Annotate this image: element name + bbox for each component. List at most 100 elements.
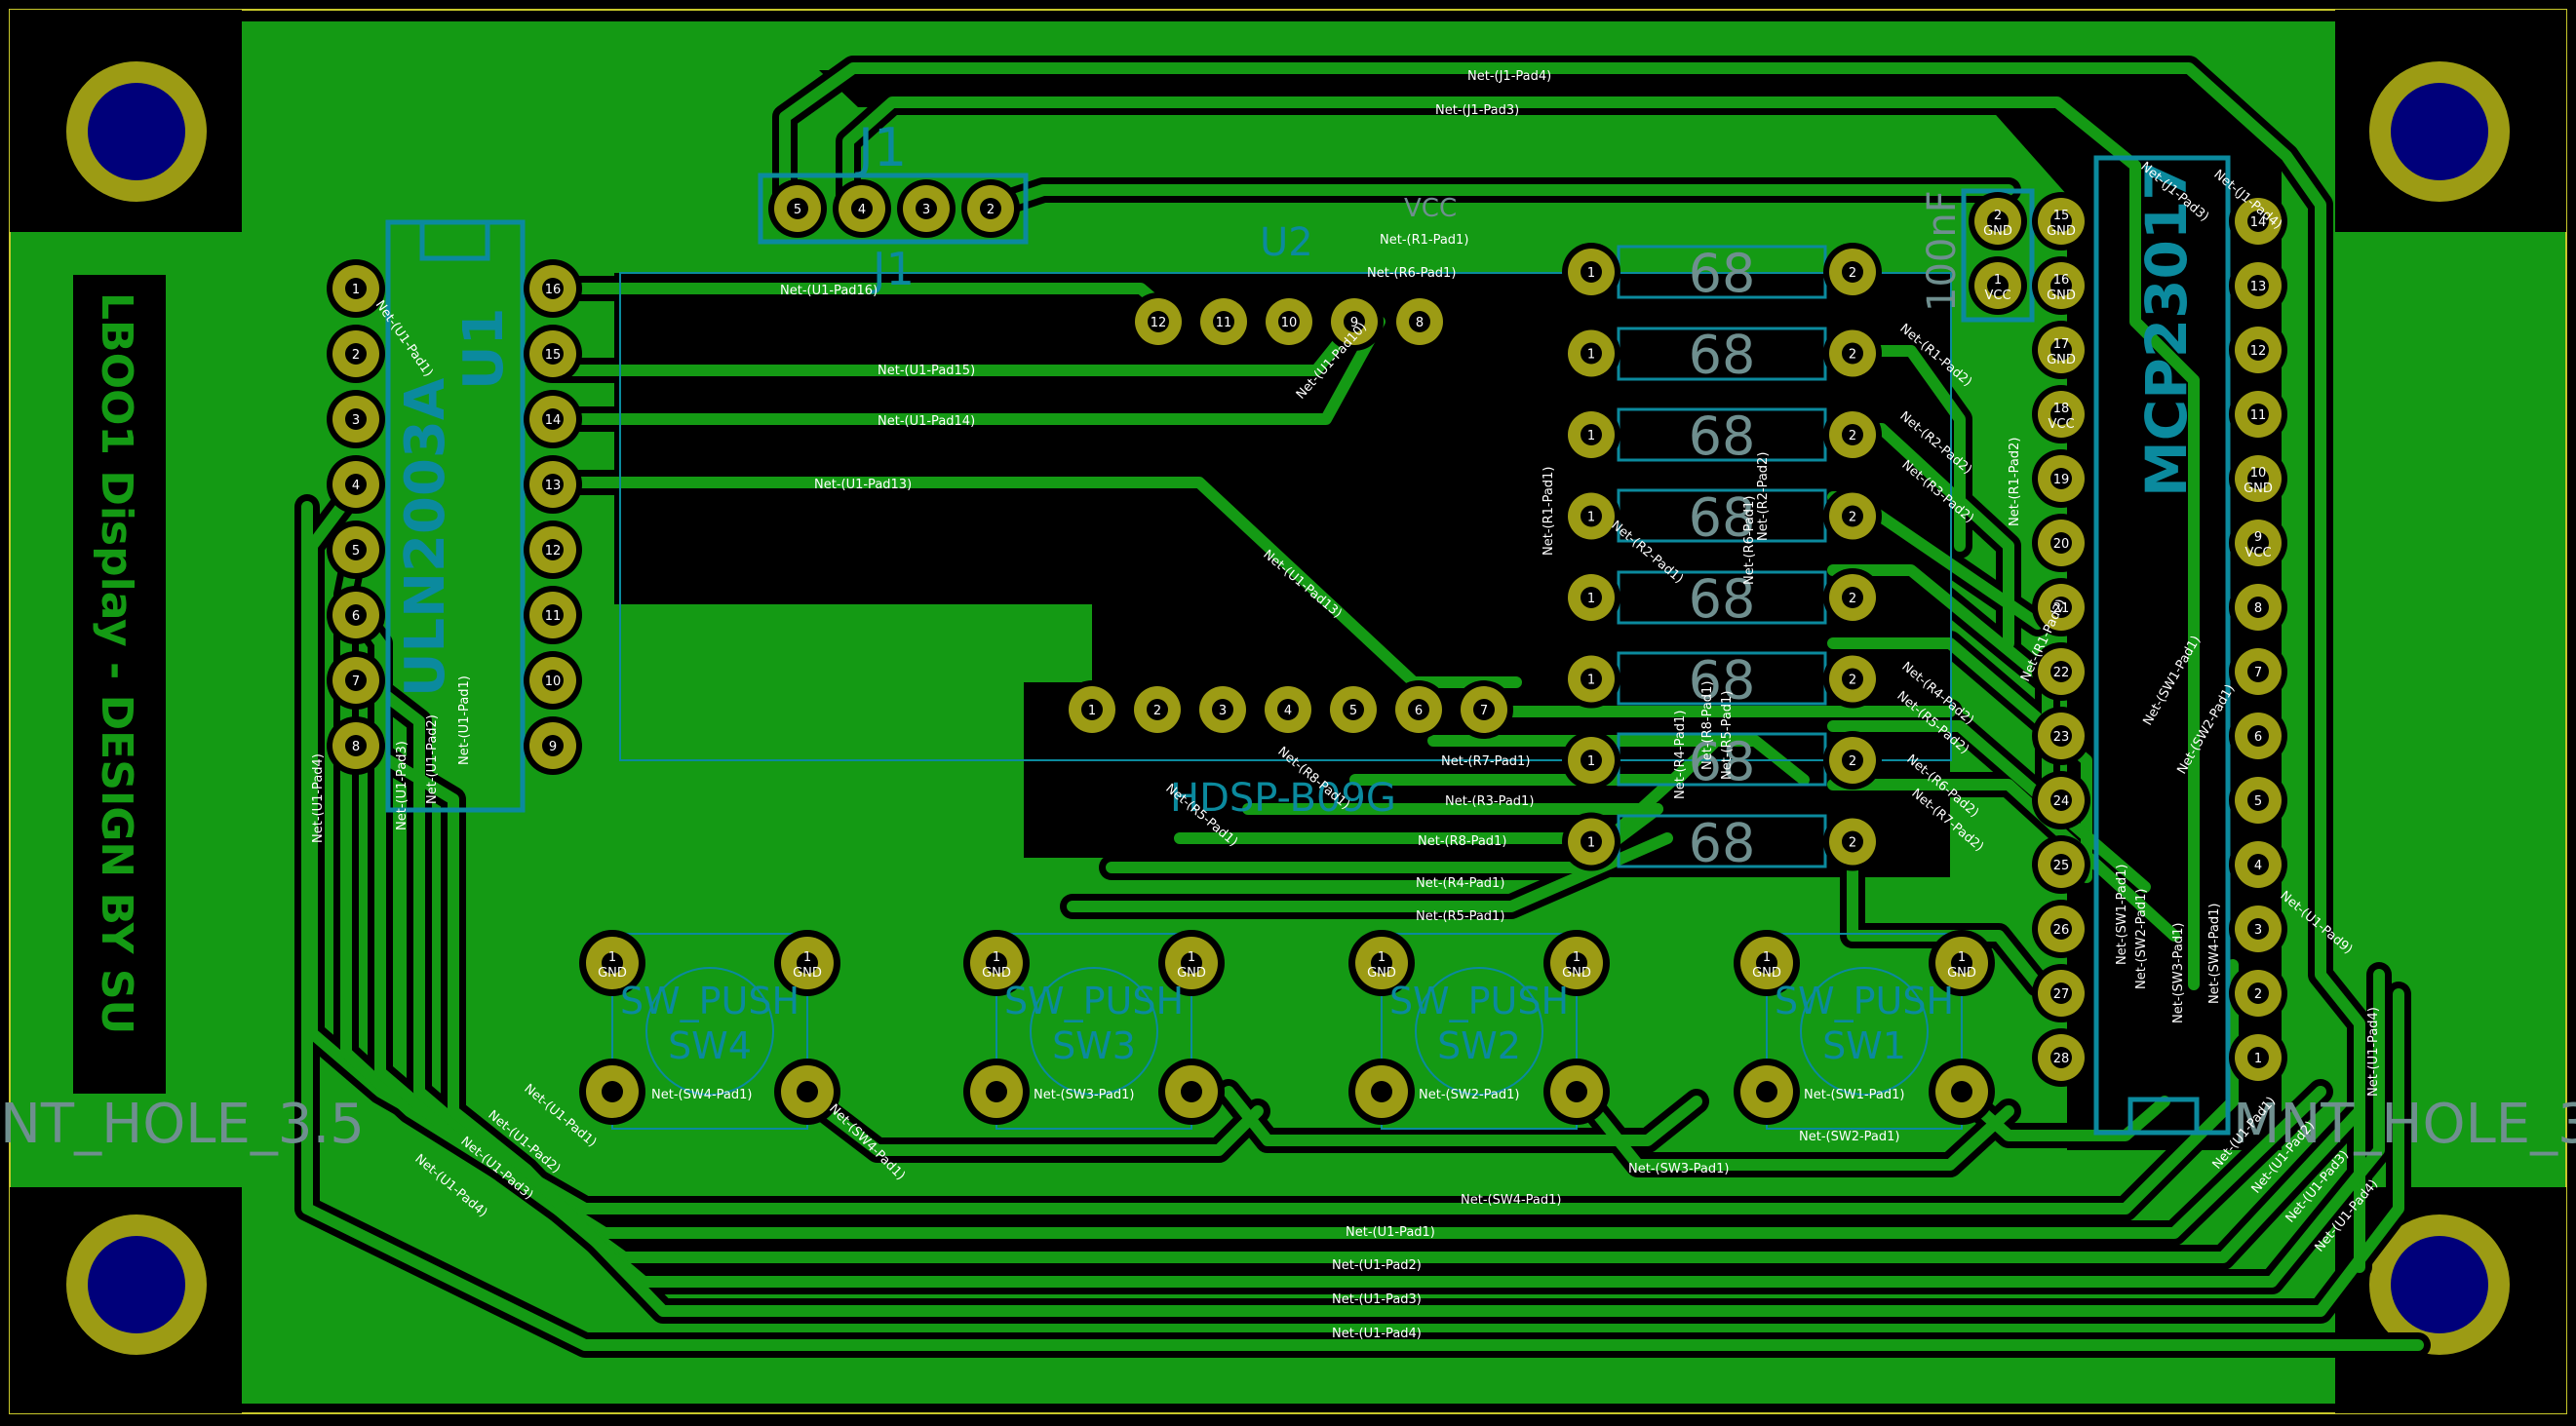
u3-pad: 11: [2229, 385, 2287, 443]
pad-number: 5: [794, 203, 801, 217]
switch-pad: [1929, 1059, 1995, 1125]
resistor-value: 68: [1689, 813, 1756, 874]
u3-pad: 4: [2229, 835, 2287, 894]
net-label: Net-(U1-Pad1): [457, 675, 472, 765]
u3-pad: 22: [2032, 642, 2090, 701]
resistor-pad: 2: [1823, 731, 1882, 790]
switch-ref: SW2: [1437, 1024, 1521, 1067]
switch-pad: [963, 1059, 1030, 1125]
u1-pad: 8: [327, 716, 385, 775]
pad-number: 7: [2254, 666, 2262, 680]
pad-net-name: GND: [2047, 289, 2076, 303]
pad-number: 3: [922, 203, 930, 217]
u3-pad: 23: [2032, 707, 2090, 765]
pad-number: 16: [2053, 273, 2070, 288]
pad-net-name: GND: [1752, 966, 1781, 981]
j1-pad: 3: [897, 179, 956, 238]
sw3-outline: [995, 933, 1192, 1130]
switch-pad: [1158, 1059, 1225, 1125]
resistor-pad: 1: [1562, 486, 1620, 546]
u1-pad: 3: [327, 390, 385, 448]
u3-pad: 19: [2032, 449, 2090, 508]
u1-value: ULN2003A: [394, 377, 457, 697]
pad-number: 7: [1480, 704, 1488, 718]
pad-net-name: GND: [2244, 482, 2273, 496]
u3-value: MCP23017: [2133, 161, 2200, 497]
u2-pad: 1: [1063, 680, 1121, 739]
net-label: Net-(SW4-Pad1): [1461, 1193, 1561, 1208]
resistor-pad: 2: [1823, 812, 1882, 871]
u3-pad: 24: [2032, 771, 2090, 829]
pad-number: 23: [2053, 730, 2070, 745]
pad-number: 2: [2254, 987, 2262, 1002]
u2-pad: 12: [1129, 292, 1188, 351]
pad-number: 24: [2053, 794, 2070, 809]
u1-pad: 16: [524, 259, 582, 318]
pad-number: 11: [545, 609, 562, 624]
pad-number: 10: [545, 674, 562, 689]
pad-number: 1: [993, 950, 1000, 965]
j1-ref: J1: [855, 117, 907, 178]
pad-number: 18: [2053, 402, 2070, 416]
net-label: Net-(R1-Pad1): [1542, 467, 1556, 556]
u2-pad: 6: [1389, 680, 1448, 739]
net-label: Net-(SW4-Pad1): [2207, 904, 2222, 1004]
pad-number: 2: [1849, 674, 1856, 688]
resistor-pad: 1: [1562, 243, 1620, 301]
corner-keepout: [195, 185, 242, 232]
pad-number: 27: [2053, 987, 2070, 1002]
pad-number: 5: [1349, 704, 1357, 718]
resistor-value: 68: [1689, 487, 1756, 549]
u1-pad: 2: [327, 325, 385, 383]
pad-number: 8: [2254, 601, 2262, 616]
u1-pad: 1: [327, 259, 385, 318]
u3-pad: 3: [2229, 900, 2287, 958]
sw4-outline: [611, 933, 808, 1130]
net-label: Net-(U1-Pad4): [2366, 1007, 2381, 1097]
pad-number: 1: [1587, 836, 1595, 851]
u1-pad: 11: [524, 586, 582, 644]
pad-number: 13: [545, 479, 562, 493]
net-label: Net-(R8-Pad1): [1700, 681, 1715, 770]
u3-pad: 21: [2032, 578, 2090, 636]
u1-pad: 7: [327, 651, 385, 710]
u2-pad: 2: [1128, 680, 1187, 739]
sw2-outline: [1381, 933, 1578, 1130]
pad-net-name: VCC: [2244, 546, 2271, 560]
j1-sub-ref: J1: [870, 243, 915, 295]
resistor-pad: 2: [1823, 243, 1882, 301]
pad-number: 10: [2250, 466, 2267, 481]
pad-number: 16: [545, 283, 562, 297]
net-label: Net-(R4-Pad1): [1673, 711, 1688, 799]
pad-number: 3: [2254, 923, 2262, 938]
resistor-value: 68: [1689, 243, 1756, 304]
pad-number: 2: [1849, 348, 1856, 363]
u2-pad: 8: [1390, 292, 1449, 351]
switch-pad: [774, 1059, 840, 1125]
resistor-pad: 1: [1562, 324, 1620, 383]
net-label: Net-(J1-Pad3): [1435, 103, 1519, 118]
net-label: Net-(R2-Pad2): [1756, 452, 1771, 541]
pad-number: 1: [1188, 950, 1195, 965]
u3-pad: 2: [2229, 964, 2287, 1022]
pad-net-name: GND: [982, 966, 1011, 981]
mounting-hole-top-left: [66, 61, 207, 202]
net-label: Net-(SW3-Pad1): [1628, 1162, 1729, 1176]
u2-pad: 5: [1324, 680, 1383, 739]
pad-number: 2: [1849, 429, 1856, 443]
pad-net-name: GND: [1947, 966, 1976, 981]
resistor-pad: 1: [1562, 649, 1620, 709]
pad-net-name: GND: [1367, 966, 1396, 981]
pad-number: 25: [2053, 859, 2070, 873]
net-label: Net-(U1-Pad3): [395, 741, 410, 830]
u1-ref: U1: [452, 308, 516, 390]
pad-number: 2: [1849, 592, 1856, 606]
resistor-value: 68: [1689, 650, 1756, 712]
